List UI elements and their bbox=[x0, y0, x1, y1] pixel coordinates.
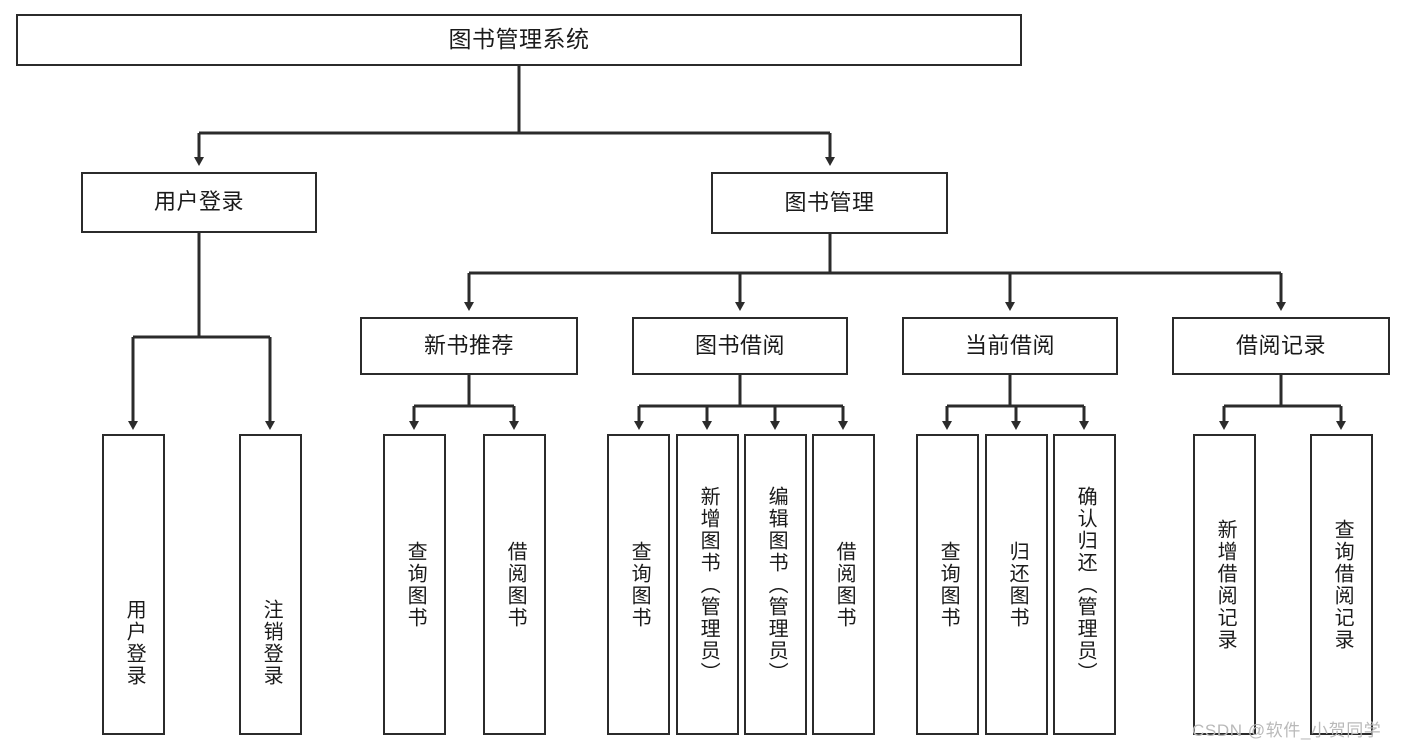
node-label: 新书推荐 bbox=[423, 332, 514, 358]
node-label: 图书管理 bbox=[784, 189, 875, 215]
node-book-borrow[interactable]: 图书借阅 bbox=[632, 317, 848, 375]
node-label: 用户登录 bbox=[123, 599, 146, 687]
leaf-logout[interactable]: 注销登录 bbox=[239, 434, 302, 735]
csdn-watermark: CSDN @软件_小贺同学 bbox=[1192, 721, 1382, 740]
leaf-edit-book[interactable]: 编辑图书（管理员） bbox=[744, 434, 807, 735]
node-label: 借阅记录 bbox=[1235, 332, 1326, 358]
node-label: 查询图书 bbox=[628, 540, 651, 629]
node-root-system[interactable]: 图书管理系统 bbox=[16, 14, 1022, 66]
node-label: 当前借阅 bbox=[964, 332, 1055, 358]
node-label: 借阅图书 bbox=[833, 540, 856, 629]
node-label: 编辑图书（管理员） bbox=[765, 485, 788, 684]
node-label: 确认归还（管理员） bbox=[1074, 485, 1097, 684]
node-borrow-record[interactable]: 借阅记录 bbox=[1172, 317, 1390, 375]
leaf-borrow-book-recommend[interactable]: 借阅图书 bbox=[483, 434, 546, 735]
leaf-confirm-return[interactable]: 确认归还（管理员） bbox=[1053, 434, 1116, 735]
node-label: 查询图书 bbox=[404, 540, 427, 629]
node-label: 借阅图书 bbox=[504, 540, 527, 629]
node-label: 查询图书 bbox=[937, 540, 960, 629]
node-user-login[interactable]: 用户登录 bbox=[81, 172, 317, 233]
node-label: 图书借阅 bbox=[694, 332, 785, 358]
leaf-query-book-recommend[interactable]: 查询图书 bbox=[383, 434, 446, 735]
node-label: 归还图书 bbox=[1006, 540, 1029, 629]
node-label: 新增借阅记录 bbox=[1214, 518, 1237, 651]
leaf-borrow-book[interactable]: 借阅图书 bbox=[812, 434, 875, 735]
leaf-query-book-borrow[interactable]: 查询图书 bbox=[607, 434, 670, 735]
node-current-borrow[interactable]: 当前借阅 bbox=[902, 317, 1118, 375]
leaf-query-book-current[interactable]: 查询图书 bbox=[916, 434, 979, 735]
leaf-query-borrow-record[interactable]: 查询借阅记录 bbox=[1310, 434, 1373, 735]
node-label: 新增图书（管理员） bbox=[697, 485, 720, 684]
leaf-add-borrow-record[interactable]: 新增借阅记录 bbox=[1193, 434, 1256, 735]
node-label: 查询借阅记录 bbox=[1331, 518, 1354, 651]
node-book-manage[interactable]: 图书管理 bbox=[711, 172, 948, 234]
node-label: 用户登录 bbox=[153, 189, 244, 215]
leaf-user-login[interactable]: 用户登录 bbox=[102, 434, 165, 735]
leaf-return-book[interactable]: 归还图书 bbox=[985, 434, 1048, 735]
node-new-book-recommend[interactable]: 新书推荐 bbox=[360, 317, 578, 375]
leaf-add-book[interactable]: 新增图书（管理员） bbox=[676, 434, 739, 735]
node-label: 注销登录 bbox=[260, 599, 283, 687]
node-label: 图书管理系统 bbox=[448, 26, 590, 53]
